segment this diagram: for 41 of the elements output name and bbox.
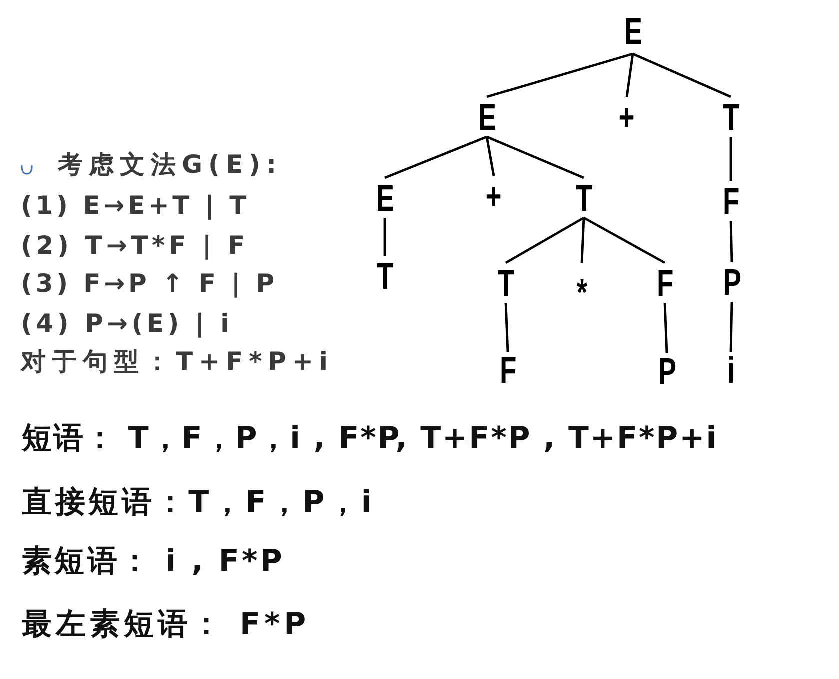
tree-label: + bbox=[614, 97, 640, 137]
sentential-form: 对于句型：T+F*P+i bbox=[21, 348, 334, 374]
production-rule: (2) T→T*F | F bbox=[21, 232, 249, 258]
tree-branch bbox=[486, 52, 634, 98]
tree-label: P bbox=[719, 262, 745, 302]
tree-branch bbox=[384, 218, 386, 256]
tree-branch bbox=[580, 218, 586, 264]
production-rule: (4) P→(E) | i bbox=[21, 310, 233, 336]
tree-branch bbox=[486, 136, 496, 176]
tree-label: F bbox=[718, 181, 744, 221]
tree-label: E bbox=[372, 178, 398, 218]
tree-label: * bbox=[569, 263, 595, 303]
tree-branch bbox=[730, 302, 734, 352]
tree-label: + bbox=[481, 176, 507, 216]
prime-phrase-list: 素短语： i , F*P bbox=[22, 547, 285, 577]
tree-label: F bbox=[652, 263, 678, 303]
tree-branch bbox=[384, 136, 488, 180]
tree-branch bbox=[632, 52, 732, 98]
tree-label: T bbox=[718, 97, 744, 137]
tree-label: T bbox=[571, 178, 597, 218]
tree-branch bbox=[504, 302, 510, 352]
tree-label: T bbox=[493, 263, 519, 303]
tree-branch bbox=[730, 137, 732, 181]
tree-label: i bbox=[718, 352, 744, 388]
tree-label: F bbox=[495, 352, 521, 388]
tree-branch bbox=[730, 220, 734, 262]
tree-branch bbox=[583, 216, 666, 264]
phrase-list: 短语： T，F，P，i , F*P, T+F*P , T+F*P+i bbox=[22, 424, 718, 454]
production-rule: (1) E→E+T | T bbox=[21, 192, 250, 218]
tree-branch bbox=[486, 136, 584, 180]
production-rule: (3) F→P ↑ F | P bbox=[21, 270, 278, 296]
tree-label: P bbox=[654, 353, 680, 389]
tree-label: T bbox=[372, 256, 398, 296]
tree-branch bbox=[664, 302, 668, 354]
tree-branch bbox=[505, 216, 585, 264]
tree-label: E bbox=[474, 97, 500, 137]
tree-branch bbox=[626, 54, 634, 98]
tree-label: E bbox=[620, 8, 646, 54]
leftmost-prime-phrase: 最左素短语： F*P bbox=[22, 610, 310, 640]
grammar-heading: 考虑文法G(E): bbox=[58, 152, 282, 176]
direct-phrase-list: 直接短语：T，F，P，i bbox=[22, 488, 375, 518]
